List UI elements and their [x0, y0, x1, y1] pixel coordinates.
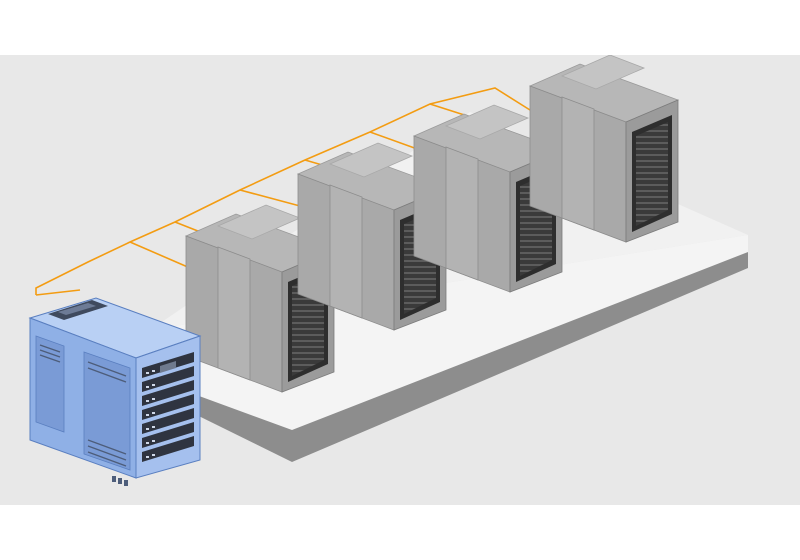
- illustration-stage: [0, 55, 800, 505]
- server-rack-group-4: [528, 55, 680, 243]
- controller-cabinet[interactable]: [28, 297, 202, 486]
- cabinet-feet: [112, 476, 128, 486]
- server-rack-group-1: [184, 204, 336, 393]
- rack-groups: [184, 55, 680, 393]
- cabinet-drive-bays: [142, 352, 194, 462]
- datacenter-illustration: [28, 55, 748, 486]
- server-rack-group-3: [412, 104, 564, 293]
- rack-vent-panel: [636, 122, 668, 226]
